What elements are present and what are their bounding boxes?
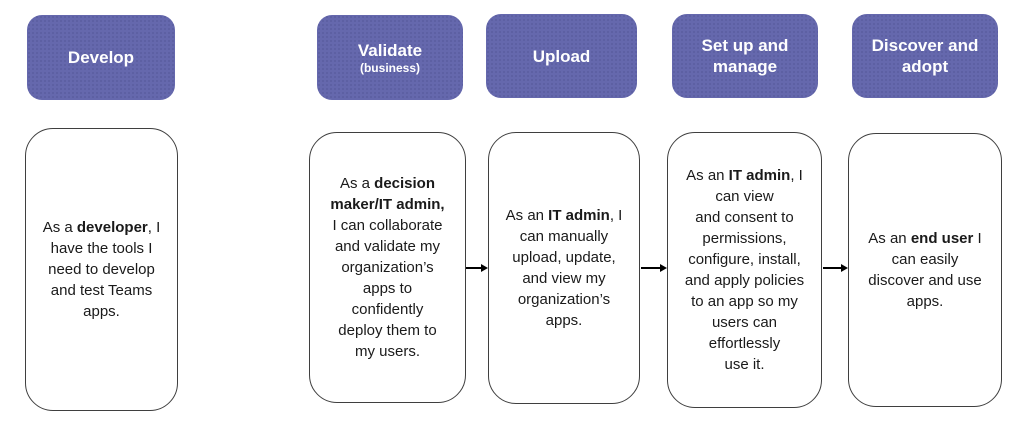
- stage-card-text: As a developer, I have the tools I need …: [42, 219, 161, 320]
- stage-header-label: Set up and manage: [701, 36, 789, 76]
- stage-card-discover-and-adopt: As an end user I can easily discover and…: [848, 133, 1002, 407]
- arrow-shaft: [823, 267, 841, 269]
- stage-header-upload: Upload: [486, 14, 637, 98]
- stage-header-label: Develop: [67, 48, 135, 67]
- stage-card-text: As an IT admin, I can manually upload, u…: [505, 207, 623, 329]
- stage-card-text: As an IT admin, I can view and consent t…: [684, 167, 805, 373]
- stage-header-set-up-and-manage: Set up and manage: [672, 14, 818, 98]
- stage-header-validate: Validate (business): [317, 15, 463, 100]
- stage-header-sublabel: (business): [359, 61, 420, 75]
- arrowhead-right-icon: [841, 264, 848, 272]
- arrowhead-right-icon: [660, 264, 667, 272]
- stage-header-develop: Develop: [27, 15, 175, 100]
- stage-card-upload: As an IT admin, I can manually upload, u…: [488, 132, 640, 404]
- arrowhead-right-icon: [481, 264, 488, 272]
- stage-card-text: As an end user I can easily discover and…: [868, 230, 982, 310]
- arrow-shaft: [466, 267, 481, 269]
- flow-arrow-validate-to-upload: [466, 262, 488, 274]
- stage-header-label: Validate: [357, 41, 423, 60]
- stage-header-discover-and-adopt: Discover and adopt: [852, 14, 998, 98]
- stage-header-label: Upload: [532, 46, 591, 66]
- stage-card-develop: As a developer, I have the tools I need …: [25, 128, 178, 411]
- flow-arrow-upload-to-setup: [641, 262, 667, 274]
- flow-arrow-setup-to-discover: [823, 262, 848, 274]
- stage-header-label: Discover and adopt: [871, 36, 979, 76]
- stage-card-set-up-and-manage: As an IT admin, I can view and consent t…: [667, 132, 822, 408]
- arrow-shaft: [641, 267, 660, 269]
- stage-card-validate: As a decision maker/IT admin, I can coll…: [309, 132, 466, 403]
- stage-card-text: As a decision maker/IT admin, I can coll…: [330, 175, 445, 360]
